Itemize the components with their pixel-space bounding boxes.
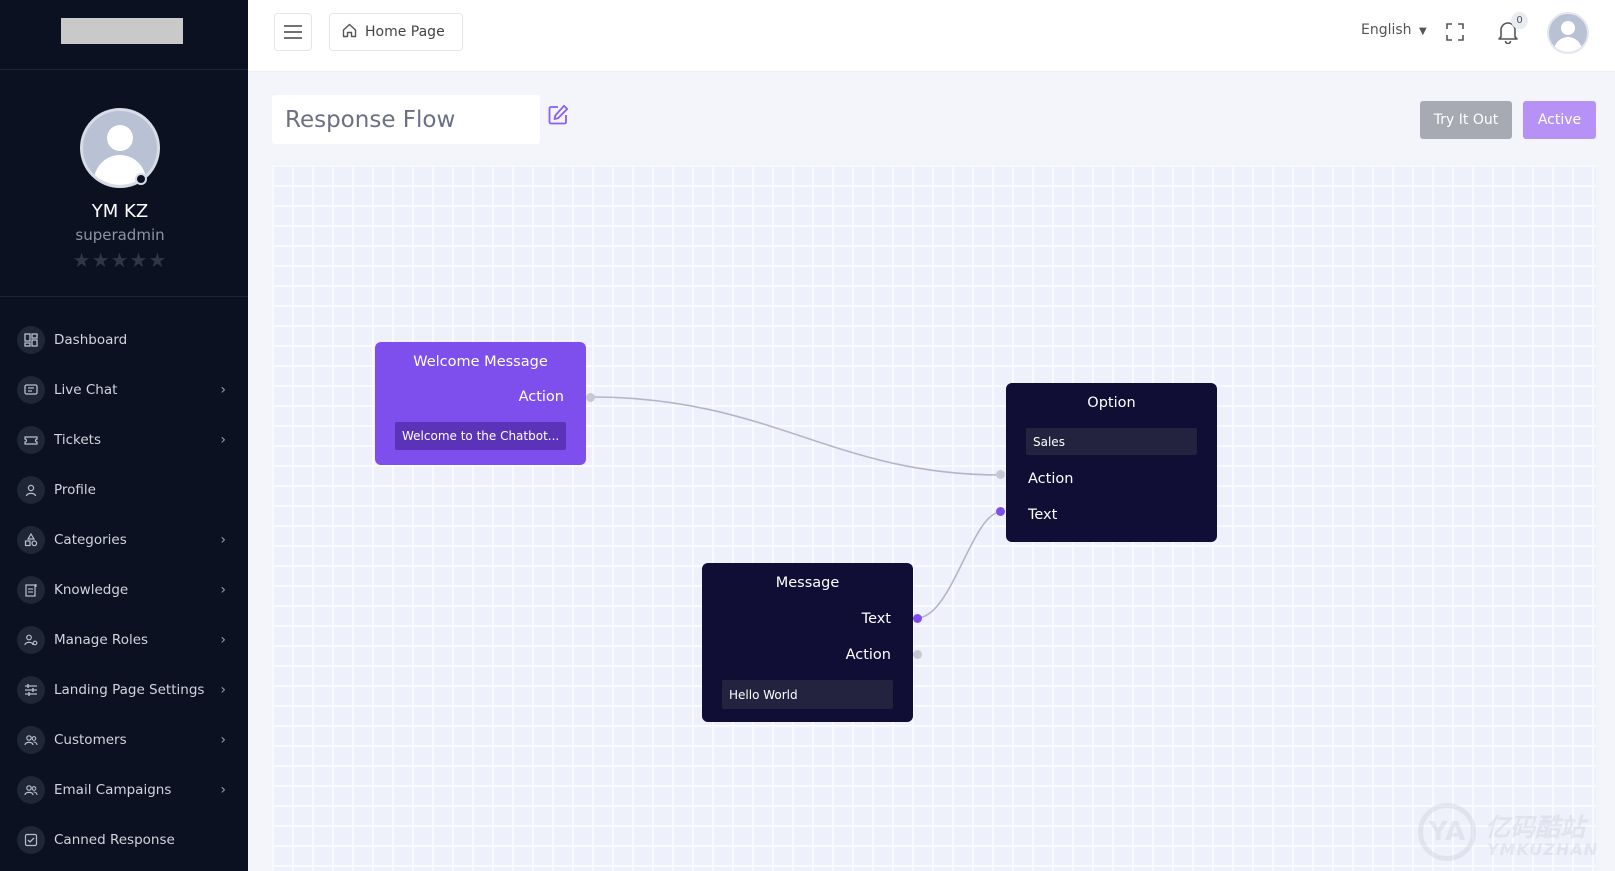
- caret-down-icon: ▼: [1419, 26, 1427, 37]
- sidebar-item-dashboard[interactable]: Dashboard: [0, 315, 248, 365]
- watermark-cn: 亿码酷站: [1485, 813, 1586, 842]
- input-port-action[interactable]: [996, 470, 1005, 479]
- active-button[interactable]: Active: [1523, 101, 1596, 139]
- sliders-icon: [17, 676, 45, 704]
- sidebar-item-categories[interactable]: Categories ›: [0, 515, 248, 565]
- output-port-text[interactable]: [913, 614, 922, 623]
- logo[interactable]: [61, 17, 183, 44]
- watermark-en: YMKUZHAN: [1487, 840, 1599, 859]
- try-it-out-button[interactable]: Try It Out: [1420, 101, 1512, 139]
- ticket-icon: [17, 426, 45, 454]
- node-text-field[interactable]: Welcome to the Chatbot...: [395, 422, 566, 450]
- online-status-icon: [135, 173, 147, 185]
- campaign-icon: [17, 776, 45, 804]
- sidebar-profile: YM KZ superadmin ★★★★★: [0, 70, 248, 297]
- sidebar-nav: Dashboard Live Chat › Tickets › Profile: [0, 315, 248, 865]
- node-action-label: Action: [845, 647, 891, 663]
- roles-icon: [17, 626, 45, 654]
- logo-area: [0, 0, 248, 70]
- message-node[interactable]: Message Text Action Hello World: [702, 563, 922, 722]
- sidebar-item-label: Live Chat: [54, 382, 118, 398]
- sidebar-item-label: Email Campaigns: [54, 782, 172, 798]
- user-name: YM KZ: [91, 201, 149, 222]
- node-title: Welcome Message: [413, 354, 548, 370]
- sidebar-item-email-campaigns[interactable]: Email Campaigns ›: [0, 765, 248, 815]
- hamburger-icon: [284, 25, 302, 39]
- sidebar-item-live-chat[interactable]: Live Chat ›: [0, 365, 248, 415]
- sidebar: YM KZ superadmin ★★★★★ Dashboard Live Ch…: [0, 0, 248, 871]
- sidebar-item-label: Dashboard: [54, 332, 128, 348]
- sidebar-item-label: Canned Response: [54, 832, 175, 848]
- watermark: YA 亿码酷站 YMKUZHAN: [1415, 800, 1615, 866]
- menu-toggle-button[interactable]: [274, 13, 312, 51]
- welcome-message-node[interactable]: Welcome Message Action Welcome to the Ch…: [375, 342, 595, 465]
- node-text-label: Text: [1028, 507, 1058, 523]
- sidebar-item-label: Profile: [54, 482, 96, 498]
- node-action-label: Action: [1028, 471, 1074, 487]
- user-role: superadmin: [75, 226, 165, 244]
- user-icon: [17, 476, 45, 504]
- chevron-right-icon: ›: [220, 382, 226, 398]
- chevron-right-icon: ›: [220, 732, 226, 748]
- fullscreen-button[interactable]: [1445, 22, 1467, 44]
- watermark-logo-icon: YA: [1418, 803, 1476, 861]
- home-page-button[interactable]: Home Page: [329, 13, 463, 51]
- shapes-icon: [17, 526, 45, 554]
- sidebar-item-manage-roles[interactable]: Manage Roles ›: [0, 615, 248, 665]
- sidebar-item-label: Customers: [54, 732, 127, 748]
- chevron-right-icon: ›: [220, 632, 226, 648]
- dashboard-icon: [17, 326, 45, 354]
- node-text-label: Text: [861, 611, 891, 627]
- node-title: Message: [775, 575, 840, 591]
- avatar[interactable]: [80, 108, 160, 188]
- user-avatar[interactable]: [1547, 12, 1589, 54]
- flow-title[interactable]: Response Flow: [272, 95, 540, 144]
- output-port[interactable]: [586, 393, 595, 402]
- sidebar-item-knowledge[interactable]: Knowledge ›: [0, 565, 248, 615]
- sidebar-item-label: Tickets: [54, 432, 101, 448]
- topbar: Home Page English ▼ 0: [248, 0, 1615, 72]
- edit-icon[interactable]: [547, 104, 571, 128]
- chevron-right-icon: ›: [220, 782, 226, 798]
- sidebar-item-canned-response[interactable]: Canned Response: [0, 815, 248, 865]
- flow-connections: [590, 396, 1002, 619]
- connection-welcome-to-option: [590, 396, 1002, 476]
- sidebar-item-label: Landing Page Settings: [54, 682, 205, 698]
- sidebar-item-label: Manage Roles: [54, 632, 149, 648]
- fullscreen-icon: [1446, 23, 1464, 41]
- rating-stars: ★★★★★: [72, 248, 168, 272]
- option-field[interactable]: Sales: [1026, 428, 1197, 455]
- sidebar-item-label: Knowledge: [54, 582, 129, 598]
- connection-message-to-option: [916, 511, 1002, 619]
- sidebar-item-customers[interactable]: Customers ›: [0, 715, 248, 765]
- sidebar-item-profile[interactable]: Profile: [0, 465, 248, 515]
- chevron-right-icon: ›: [220, 532, 226, 548]
- language-dropdown[interactable]: English ▼: [1361, 22, 1427, 38]
- sidebar-item-landing-page-settings[interactable]: Landing Page Settings ›: [0, 665, 248, 715]
- sidebar-item-tickets[interactable]: Tickets ›: [0, 415, 248, 465]
- input-port-text[interactable]: [996, 507, 1005, 516]
- chat-icon: [17, 376, 45, 404]
- language-label: English: [1361, 22, 1412, 38]
- chevron-right-icon: ›: [220, 682, 226, 698]
- node-title: Option: [1087, 395, 1136, 411]
- output-port-action[interactable]: [913, 650, 922, 659]
- node-text-field[interactable]: Hello World: [722, 680, 893, 709]
- chevron-right-icon: ›: [220, 582, 226, 598]
- node-action-label: Action: [518, 389, 564, 405]
- knowledge-icon: [17, 576, 45, 604]
- customers-icon: [17, 726, 45, 754]
- notification-count-badge: 0: [1511, 12, 1528, 29]
- canned-icon: [17, 826, 45, 854]
- sidebar-item-label: Categories: [54, 532, 127, 548]
- home-page-label: Home Page: [365, 24, 445, 40]
- flow-canvas[interactable]: Welcome Message Action Welcome to the Ch…: [272, 165, 1596, 871]
- option-node[interactable]: Option Sales Action Text: [996, 383, 1217, 542]
- chevron-right-icon: ›: [220, 432, 226, 448]
- home-icon: [342, 23, 357, 42]
